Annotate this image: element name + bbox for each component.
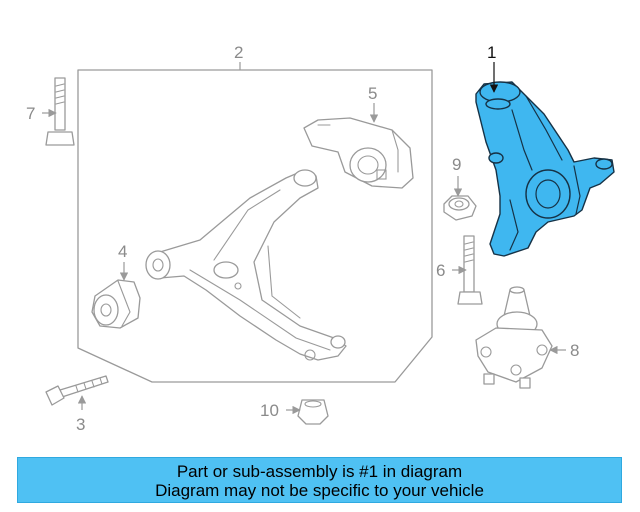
- ball-joint-part[interactable]: [475, 286, 553, 389]
- callout-6: 6: [436, 261, 445, 280]
- banner-line-2: Diagram may not be specific to your vehi…: [155, 481, 484, 500]
- callout-5: 5: [368, 84, 377, 103]
- callout-9: 9: [452, 155, 461, 174]
- callout-8: 8: [570, 341, 579, 360]
- callout-10: 10: [260, 401, 279, 420]
- nut-9-part[interactable]: [443, 195, 477, 221]
- front-bushing-part[interactable]: [91, 279, 141, 329]
- banner-line-1: Part or sub-assembly is #1 in diagram: [176, 462, 463, 481]
- control-arm-part[interactable]: [145, 169, 347, 361]
- control-arm-assembly-box: [77, 62, 433, 383]
- callout-2: 2: [234, 43, 243, 62]
- info-banner: Part or sub-assembly is #1 in diagram Di…: [17, 457, 622, 503]
- clip-10-part[interactable]: [297, 399, 329, 425]
- bolt-3-part[interactable]: [45, 375, 109, 406]
- steering-knuckle-part[interactable]: [475, 81, 615, 257]
- callout-4: 4: [118, 242, 127, 261]
- callout-3: 3: [76, 415, 85, 434]
- rear-bushing-part[interactable]: [303, 117, 414, 189]
- callout-1: 1: [487, 43, 496, 62]
- callout-7: 7: [26, 104, 35, 123]
- bolt-7-part[interactable]: [45, 77, 75, 146]
- bolt-6-part[interactable]: [457, 235, 483, 305]
